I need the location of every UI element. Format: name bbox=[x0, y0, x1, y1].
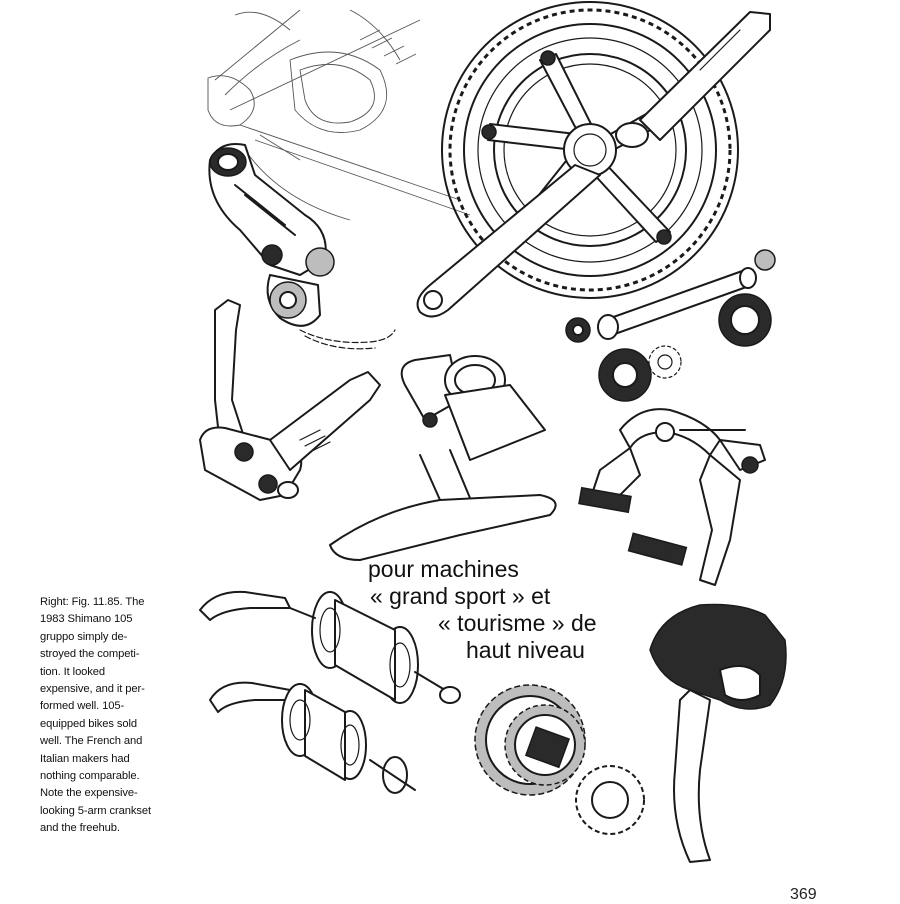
caption-line: expensive, and it per- bbox=[40, 683, 145, 696]
page-number: 369 bbox=[790, 886, 817, 903]
rear-hub bbox=[209, 681, 416, 794]
caliper-brake bbox=[578, 408, 766, 586]
brake-lever bbox=[649, 603, 787, 863]
crankset bbox=[416, 1, 771, 318]
caption-line: stroyed the competi- bbox=[40, 648, 140, 661]
caption-line: equipped bikes sold bbox=[40, 717, 137, 730]
bottom-bracket bbox=[565, 249, 776, 402]
caption-line: and the freehub. bbox=[40, 822, 120, 835]
front-derailleur bbox=[329, 354, 557, 561]
caption-line: formed well. 105- bbox=[40, 700, 125, 713]
slogan-line: haut niveau bbox=[466, 637, 585, 663]
slogan-line: « tourisme » de bbox=[438, 610, 597, 636]
caption-line: gruppo simply de- bbox=[40, 630, 128, 643]
caption-line: Right: Fig. 11.85. The bbox=[40, 596, 145, 608]
caption-line: Italian makers had bbox=[40, 752, 130, 765]
rear-derailleur bbox=[208, 143, 396, 350]
figure-caption: Right: Fig. 11.85. The 1983 Shimano 105 … bbox=[40, 594, 168, 838]
caption-line: 1983 Shimano 105 bbox=[40, 613, 133, 626]
freewheel-cassette bbox=[474, 684, 645, 835]
caption-line: Note the expensive- bbox=[40, 787, 138, 800]
caption-line: looking 5-arm crankset bbox=[40, 804, 151, 817]
front-hub bbox=[199, 590, 461, 704]
caption-line: nothing comparable. bbox=[40, 770, 140, 783]
frame-sketch bbox=[207, 9, 471, 221]
caption-line: tion. It looked bbox=[40, 665, 106, 678]
slogan-line: pour machines bbox=[368, 556, 519, 582]
caption-line: well. The French and bbox=[40, 735, 143, 748]
slogan-line: « grand sport » et bbox=[370, 583, 551, 609]
shift-levers bbox=[199, 299, 381, 501]
advert-slogan: pour machines « grand sport » et « touri… bbox=[300, 556, 630, 664]
